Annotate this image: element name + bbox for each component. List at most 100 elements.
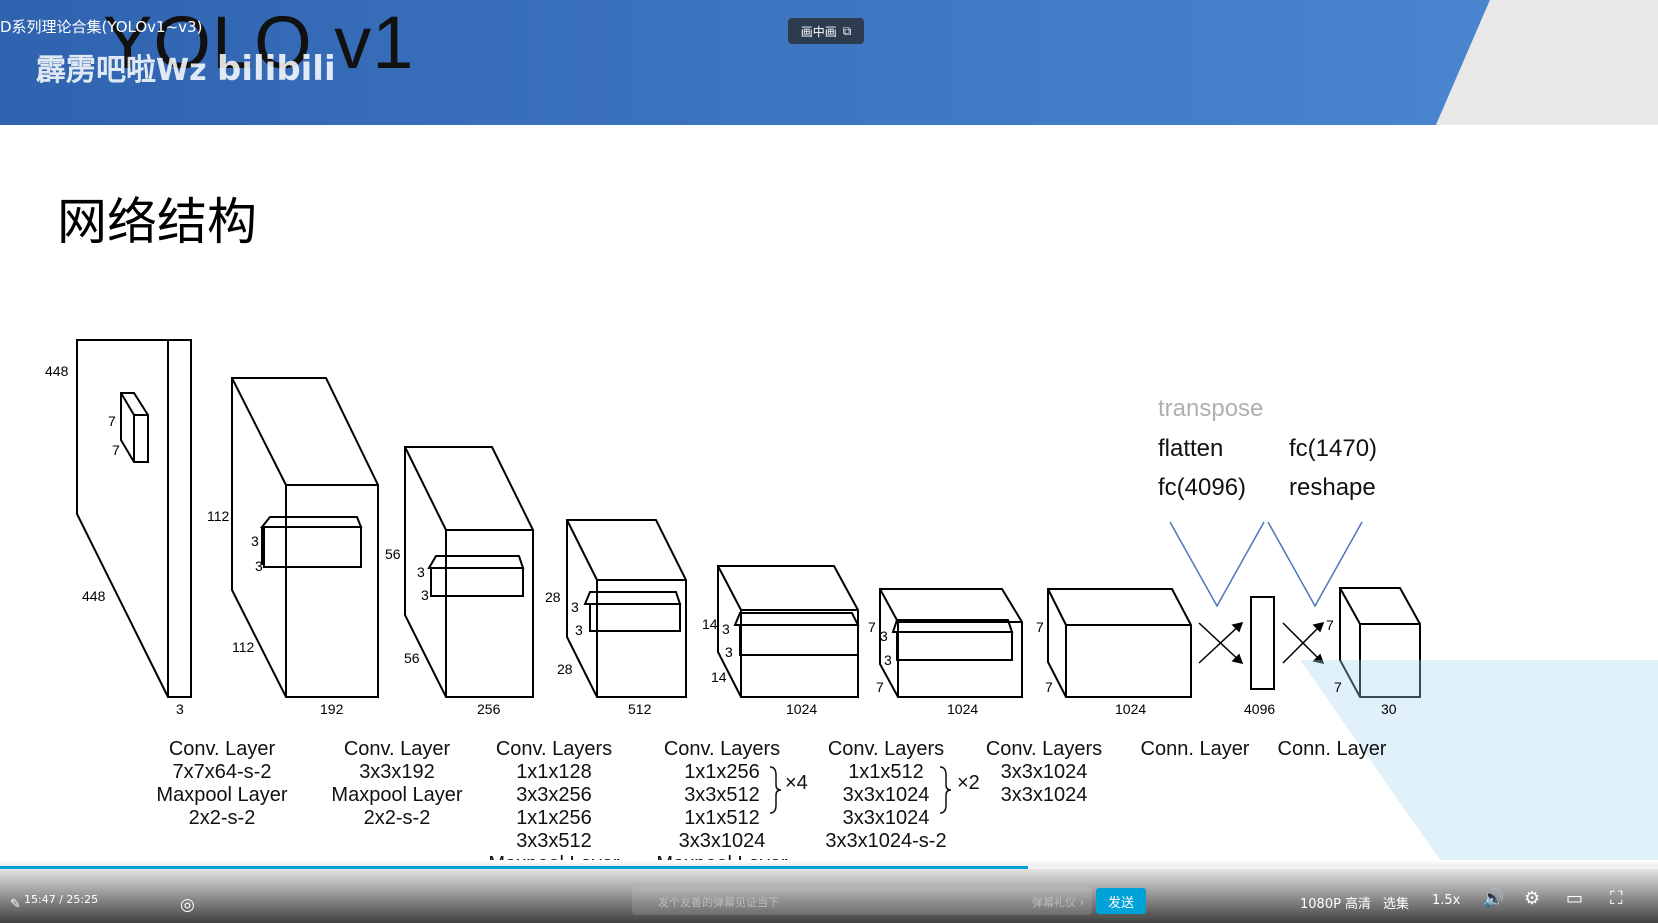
dim-k4a: 3 — [571, 599, 579, 615]
fullscreen-icon[interactable]: ⛶ — [1610, 888, 1623, 909]
layer-1-caption-line: Maxpool Layer — [156, 784, 288, 806]
dim-input-w: 448 — [82, 588, 106, 604]
dim-k6b: 3 — [884, 652, 892, 668]
layer-5-caption-line: 3x3x1024-s-2 — [825, 830, 946, 852]
layer-3-caption-line: 1x1x256 — [516, 807, 592, 829]
dim-b5-c: 1024 — [947, 701, 978, 717]
slide-heading: 网络结构 — [57, 193, 257, 251]
widescreen-icon[interactable]: ▭ — [1566, 888, 1584, 909]
block-1-volume — [231, 377, 379, 698]
dim-out-c: 30 — [1381, 701, 1397, 717]
dim-b3-h: 28 — [545, 589, 561, 605]
repeat-x4: ×4 — [785, 772, 808, 794]
fc-arrows-2 — [1282, 621, 1325, 665]
progress-fill — [0, 866, 1028, 869]
dim-k4b: 3 — [575, 622, 583, 638]
speed-button[interactable]: 1.5x — [1432, 893, 1461, 908]
dim-k1a: 7 — [108, 413, 116, 429]
layer-6-caption-line: 3x3x1024 — [1001, 761, 1088, 783]
dim-k3a: 3 — [417, 564, 425, 580]
layer-5-caption-line: 3x3x1024 — [843, 784, 930, 806]
layer-5-caption-line: Conv. Layers — [828, 738, 944, 760]
network-diagram: 448 448 3 7 7 112 112 192 3 3 56 56 256 … — [45, 339, 1658, 860]
block-2-volume — [404, 446, 534, 698]
layer-4-caption-line: 1x1x256 — [684, 761, 760, 783]
layer-1-caption-line: 2x2-s-2 — [189, 807, 256, 829]
input-volume — [76, 339, 192, 698]
layer-6-caption-line: 3x3x1024 — [1001, 784, 1088, 806]
dim-b2-c: 256 — [477, 701, 501, 717]
dim-b4-h: 14 — [702, 616, 718, 632]
dim-input-c: 3 — [176, 701, 184, 717]
dim-k5a: 3 — [722, 621, 730, 637]
layer-3-caption-line: Conv. Layers — [496, 738, 612, 760]
send-button[interactable]: 发送 — [1096, 888, 1146, 914]
danmaku-placeholder: 发个友善的弹幕见证当下 — [658, 896, 779, 909]
dim-b1-c: 192 — [320, 701, 344, 717]
layer-3-caption-line: 3x3x256 — [516, 784, 592, 806]
dim-b6-h: 7 — [1036, 619, 1044, 635]
block-4-volume — [717, 565, 860, 698]
dim-k3b: 3 — [421, 587, 429, 603]
episodes-button[interactable]: 选集 — [1383, 897, 1410, 912]
dim-b5-w: 7 — [876, 679, 884, 695]
layer-4-caption-line: 3x3x1024 — [679, 830, 766, 852]
output-volume — [1339, 587, 1421, 698]
layer-4-caption-line: Maxpool Layer — [656, 853, 788, 860]
dim-k2a: 3 — [251, 533, 259, 549]
dim-fc-c: 4096 — [1244, 701, 1275, 717]
dim-k2b: 3 — [255, 558, 263, 574]
quality-button[interactable]: 1080P 高清 — [1300, 897, 1372, 912]
layer-3-caption-line: 1x1x128 — [516, 761, 592, 783]
volume-icon[interactable]: 🔊 — [1482, 888, 1505, 909]
dim-input-h: 448 — [45, 363, 69, 379]
layer-1-caption-line: 7x7x64-s-2 — [173, 761, 272, 783]
block-3-volume — [566, 519, 687, 698]
dim-out-w: 7 — [1334, 679, 1342, 695]
pip-label: 画中画 — [800, 24, 837, 39]
dim-b1-h: 112 — [207, 508, 230, 524]
settings-icon[interactable]: ⚙ — [1524, 888, 1541, 909]
annotation-transpose: transpose — [1158, 395, 1263, 422]
layer-5-caption-line: 3x3x1024 — [843, 807, 930, 829]
annotation-v-2 — [1267, 521, 1363, 608]
danmaku-etiquette[interactable]: 弹幕礼仪 › — [1032, 896, 1084, 909]
time-display: 15:47 / 25:25 — [24, 893, 99, 906]
dim-k6a: 3 — [880, 628, 888, 644]
dim-b6-w: 7 — [1045, 679, 1053, 695]
layer-4-caption-line: 1x1x512 — [684, 807, 760, 829]
layer-1-caption-line: Conv. Layer — [169, 738, 276, 760]
danmaku-input[interactable]: 发个友善的弹幕见证当下 弹幕礼仪 › — [632, 887, 1092, 915]
fc-arrows-1 — [1198, 621, 1244, 665]
video-glare — [1300, 660, 1658, 860]
layer-4-caption-line: Conv. Layers — [664, 738, 780, 760]
repeat-x2: ×2 — [957, 772, 980, 794]
layer-2-caption-line: 3x3x192 — [359, 761, 435, 783]
dim-b5-h: 7 — [868, 619, 876, 635]
layer-2-caption-line: Conv. Layer — [344, 738, 451, 760]
dim-b3-w: 28 — [557, 661, 573, 677]
layer-4-caption-line: 3x3x512 — [684, 784, 760, 806]
video-title: D系列理论合集(YOLOv1~v3) — [0, 18, 203, 36]
target-icon[interactable]: ◎ — [180, 895, 195, 915]
player-control-bar — [0, 860, 1658, 923]
dim-b3-c: 512 — [628, 701, 652, 717]
dim-b6-c: 1024 — [1115, 701, 1146, 717]
watermark: 霹雳吧啦Wz bilibili — [36, 49, 336, 89]
dim-out-h: 7 — [1326, 617, 1334, 633]
fc-4096-bar — [1250, 596, 1275, 690]
layer-5-caption-line: 1x1x512 — [848, 761, 924, 783]
dim-b1-w: 112 — [232, 639, 255, 655]
block-5-volume — [879, 588, 1023, 698]
dim-b2-w: 56 — [404, 650, 420, 666]
annotation-flatten: flatten — [1158, 435, 1223, 462]
pen-icon[interactable]: ✎ — [10, 897, 21, 912]
layer-3-caption-line: 3x3x512 — [516, 830, 592, 852]
pip-button[interactable]: 画中画⧉ — [788, 18, 864, 44]
slide-banner — [0, 0, 1658, 125]
dim-b2-h: 56 — [385, 546, 401, 562]
banner-title: YOLO v1 — [103, 1, 415, 84]
annotation-fc4096: fc(4096) — [1158, 474, 1246, 501]
layer-6-caption-line: Conv. Layers — [986, 738, 1102, 760]
brace-x4 — [769, 766, 782, 814]
